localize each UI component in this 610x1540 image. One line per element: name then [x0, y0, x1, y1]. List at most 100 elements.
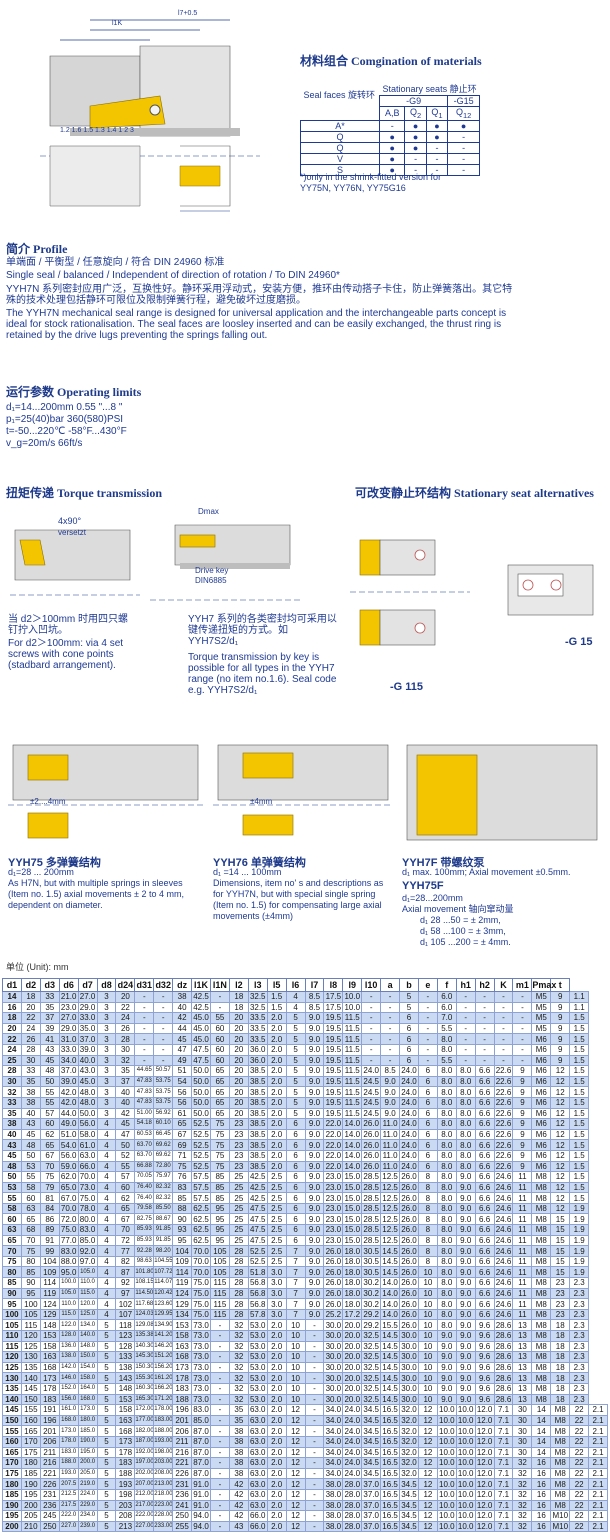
table-cell: 2.0: [266, 1139, 287, 1151]
column-header: h2: [474, 978, 495, 992]
table-cell: 173: [115, 1435, 136, 1448]
table-cell: 6.6: [474, 1287, 495, 1300]
table-cell: 205: [20, 1510, 41, 1522]
table-cell: M6: [531, 1160, 552, 1173]
table-cell: 11: [512, 1171, 533, 1183]
table-cell: 72.80: [153, 1160, 174, 1173]
table-cell: 5: [96, 1467, 117, 1480]
table-cell: 12: [417, 1446, 438, 1459]
table-cell: 75: [209, 1118, 230, 1130]
table-cell: 188.00: [153, 1425, 174, 1437]
table-cell: 7: [285, 1298, 306, 1310]
table-cell: 51.8: [247, 1266, 268, 1279]
table-cell: 9.0: [455, 1181, 476, 1194]
mat-cell: -: [447, 141, 481, 154]
table-cell: 2.0: [266, 1393, 287, 1406]
table-cell: 18.0: [342, 1266, 363, 1279]
label-4x90: 4x90°: [58, 516, 82, 526]
table-cell: 2.5: [266, 1181, 287, 1194]
table-cell: -: [209, 1001, 230, 1014]
table-cell: 65: [209, 1075, 230, 1088]
table-cell: 73.0: [191, 1372, 211, 1384]
table-cell: 85.0: [191, 1414, 211, 1427]
table-cell: 1.5: [569, 1118, 590, 1130]
table-cell: 6.6: [474, 1213, 495, 1226]
seal-faces-header: Seal faces 旋转环: [303, 89, 376, 100]
table-cell: 188: [172, 1393, 193, 1406]
table-cell: 24: [115, 1012, 136, 1024]
table-cell: 70.0: [191, 1266, 211, 1279]
table-cell: 15: [550, 1213, 571, 1226]
materials-table: Seal faces 旋转环 Stationary seats 静止环 -G9 …: [299, 82, 481, 176]
table-cell: 45.0: [191, 1012, 211, 1024]
table-cell: 60: [209, 1022, 230, 1035]
table-cell: 7.0: [436, 1012, 457, 1024]
table-cell: 217.5: [58, 1499, 79, 1512]
table-cell: 57: [39, 1107, 60, 1120]
table-cell: 2.0: [266, 1351, 287, 1363]
table-cell: 91.85: [153, 1234, 174, 1247]
table-cell: 8: [417, 1181, 438, 1194]
table-cell: M8: [531, 1255, 552, 1268]
table-cell: 170: [2, 1457, 22, 1469]
table-cell: 34.0: [323, 1467, 344, 1480]
table-cell: 75.97: [153, 1171, 174, 1183]
table-cell: 56: [172, 1086, 193, 1098]
table-cell: 24.6: [493, 1192, 514, 1204]
table-cell: 14.0: [380, 1287, 401, 1300]
table-cell: 100.0: [58, 1277, 79, 1289]
table-cell: 146.20: [153, 1340, 174, 1353]
table-cell: 158: [39, 1340, 60, 1353]
table-cell: 2.3: [569, 1351, 590, 1363]
table-cell: 15: [550, 1224, 571, 1236]
table-cell: 11.5: [342, 1054, 363, 1067]
table-cell: 10.0: [342, 991, 363, 1003]
table-cell: 4: [96, 1160, 117, 1173]
table-cell: M8: [531, 1298, 552, 1310]
table-cell: 85: [172, 1192, 193, 1204]
table-cell: 9.0: [304, 1054, 325, 1067]
table-cell: 42: [228, 1510, 249, 1522]
table-cell: 26.0: [399, 1192, 419, 1204]
table-cell: M8: [550, 1478, 571, 1490]
table-cell: 92.28: [134, 1245, 155, 1257]
table-cell: 11.5: [342, 1022, 363, 1035]
table-cell: 50: [2, 1171, 22, 1183]
table-cell: 1.9: [569, 1202, 590, 1215]
table-cell: 120.0: [77, 1298, 98, 1310]
table-cell: 37.0: [361, 1478, 382, 1490]
table-cell: 2.3: [569, 1319, 590, 1331]
table-cell: 8.5: [304, 991, 325, 1003]
table-cell: 6: [285, 1192, 306, 1204]
table-cell: 20: [228, 1065, 249, 1077]
table-cell: 70.0: [191, 1255, 211, 1268]
table-cell: 114: [39, 1277, 60, 1289]
table-cell: 192.00: [134, 1446, 155, 1459]
table-cell: 10: [285, 1351, 306, 1363]
table-cell: 32: [228, 1361, 249, 1374]
table-cell: -: [153, 1054, 174, 1067]
table-cell: 72.0: [58, 1213, 79, 1226]
table-cell: -: [134, 1054, 155, 1067]
table-cell: 7.1: [493, 1435, 514, 1448]
table-cell: 42.5: [191, 1001, 211, 1014]
table-cell: 9.0: [304, 1213, 325, 1226]
table-cell: 94.0: [191, 1520, 211, 1533]
table-cell: 25: [228, 1181, 249, 1194]
table-cell: 8.0: [436, 1224, 457, 1236]
table-cell: 6.6: [474, 1245, 495, 1257]
table-cell: 2.3: [569, 1361, 590, 1374]
table-cell: -: [474, 1022, 495, 1035]
table-cell: 82.75: [134, 1213, 155, 1226]
table-cell: 63.0: [247, 1488, 268, 1501]
table-cell: 6: [417, 1149, 438, 1162]
table-cell: 12.0: [474, 1467, 495, 1480]
table-cell: 18: [550, 1393, 571, 1406]
table-cell: 8: [417, 1192, 438, 1204]
table-cell: 22: [569, 1520, 590, 1533]
torque-mid-drawing: [150, 524, 300, 601]
table-cell: 8.0: [455, 1149, 476, 1162]
table-cell: 26.0: [399, 1202, 419, 1215]
